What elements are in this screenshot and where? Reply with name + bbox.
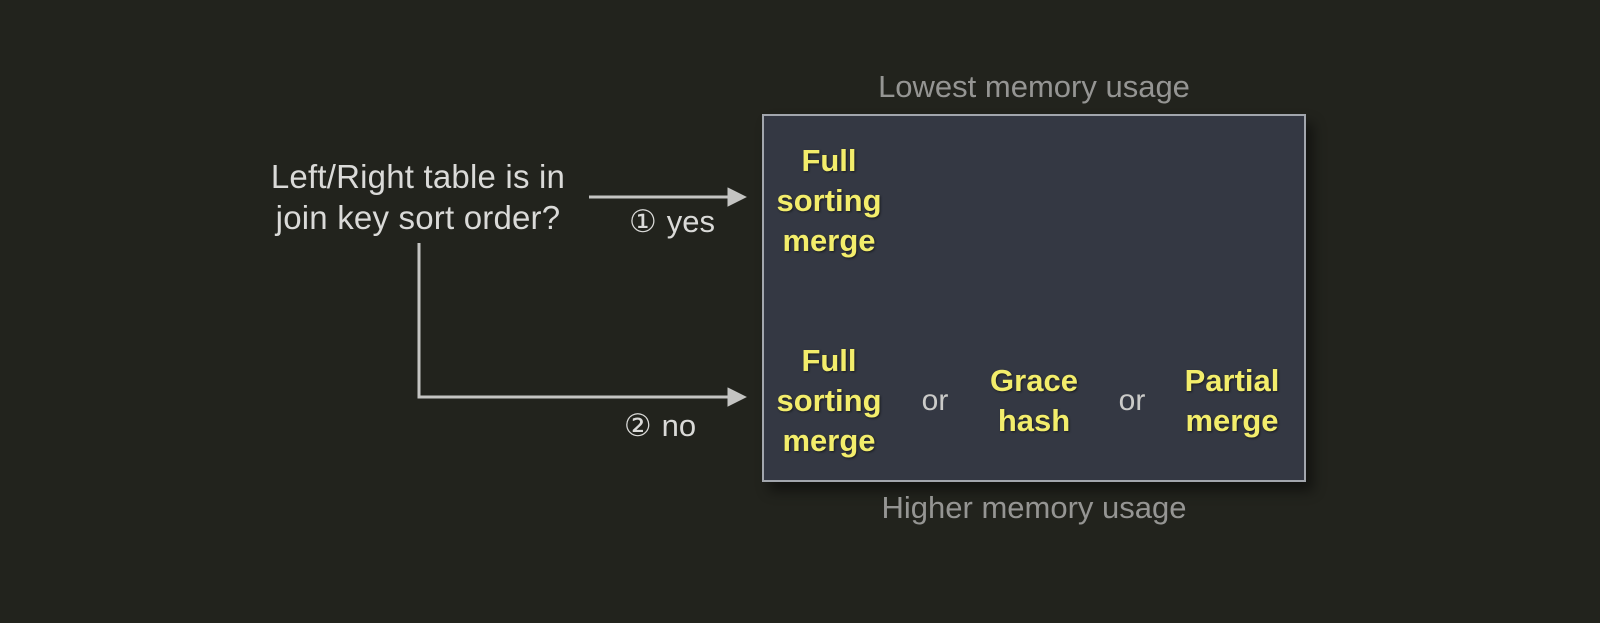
branch-no-text: no (661, 408, 697, 443)
branch-label-yes: ① yes (607, 201, 737, 243)
branch-yes-text: yes (666, 204, 716, 239)
branch-label-no: ② no (595, 405, 725, 447)
circled-1-icon: ① (628, 204, 657, 239)
question-line-2: join key sort order? (275, 199, 561, 236)
circled-2-icon: ② (623, 408, 652, 443)
question-text: Left/Right table is in join key sort ord… (238, 156, 598, 238)
algorithm-partial-merge: Partial merge (1184, 363, 1280, 438)
algorithm-full-sorting-merge-sorted: Full sorting merge (776, 143, 882, 258)
algorithm-full-sorting-merge-unsorted: Full sorting merge (776, 343, 882, 458)
question-line-1: Left/Right table is in (270, 158, 566, 195)
memory-usage-box: Full sorting merge Full sorting merge or… (762, 114, 1306, 482)
algorithm-grace-hash: Grace hash (990, 363, 1078, 438)
caption-higher-memory: Higher memory usage (881, 490, 1187, 525)
or-separator: or (921, 384, 949, 417)
caption-lowest-memory: Lowest memory usage (878, 69, 1190, 104)
or-separator: or (1118, 384, 1146, 417)
no-arrow (417, 243, 747, 407)
